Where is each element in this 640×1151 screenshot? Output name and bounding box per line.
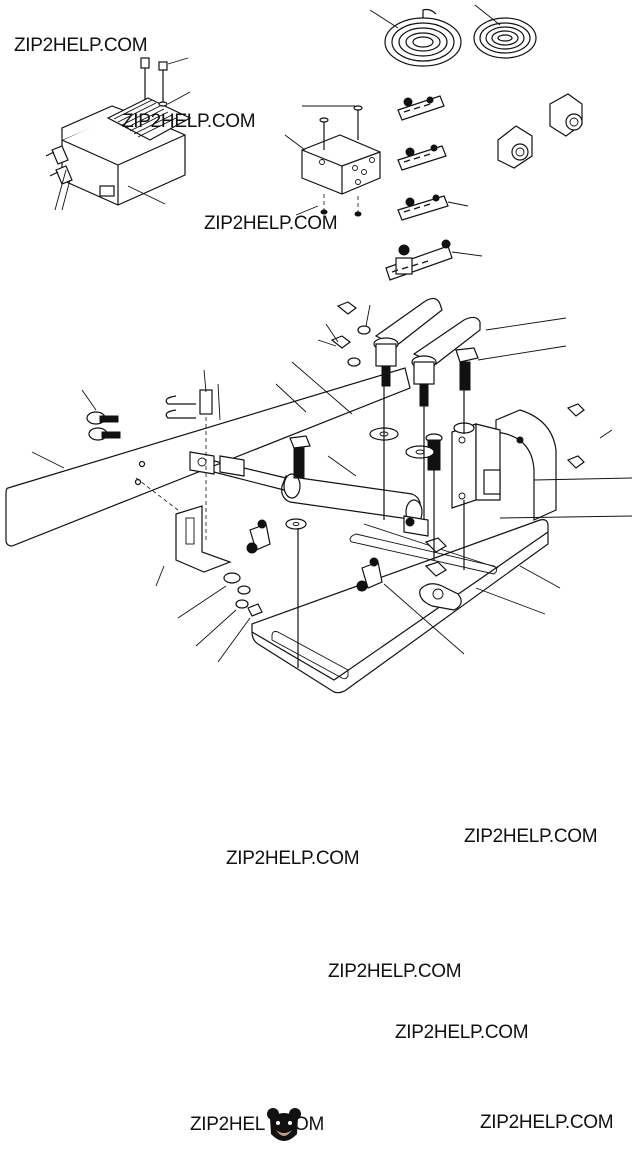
callout-leader: [81, 389, 97, 411]
callout-leader: [519, 565, 561, 589]
callout-leader: [369, 9, 399, 29]
callout-leader: [327, 455, 357, 477]
callout-leader: [485, 317, 567, 331]
elbow-fitting: [246, 519, 271, 554]
assembly-guide-lines: [135, 384, 465, 668]
push-in-fitting-tee: [385, 239, 453, 281]
watermark: ZIP2HELP.COM: [480, 1112, 614, 1133]
footer-logo-text-left: ZIP2HEL: [190, 1114, 265, 1135]
watermark: ZIP2HELP.COM: [14, 35, 148, 56]
callout-leader: [155, 565, 165, 587]
push-in-fitting: [397, 144, 447, 171]
watermark: ZIP2HELP.COM: [328, 961, 462, 982]
callout-leader: [447, 201, 469, 207]
hex-bolt: [289, 435, 311, 479]
pedal-screws: [140, 57, 168, 107]
coiled-hose-large: [384, 8, 462, 67]
watermark: ZIP2HELP.COM: [122, 111, 256, 132]
callout-leader: [533, 477, 633, 481]
push-in-fitting: [397, 194, 449, 221]
footer-logo: ZIP2HEL OM: [190, 1106, 330, 1146]
coiled-hose-small: [473, 17, 537, 59]
hex-bolt: [455, 347, 479, 391]
callout-leader: [177, 585, 227, 619]
callout-leader: [365, 304, 371, 327]
hex-nut: [330, 301, 585, 469]
callout-leader: [203, 369, 207, 393]
pushbutton-valve: [497, 125, 533, 169]
callout-leader: [317, 339, 337, 347]
elbow-fitting: [356, 557, 383, 592]
push-in-fitting: [397, 95, 445, 121]
callout-leader: [167, 91, 191, 105]
callout-leader: [295, 205, 319, 216]
callout-leader: [383, 583, 465, 655]
l-bracket: [175, 505, 232, 573]
callout-leader: [31, 451, 65, 469]
callout-leader: [275, 383, 307, 413]
callout-leader: [325, 323, 339, 343]
callout-leader: [217, 617, 251, 663]
watermark: ZIP2HELP.COM: [464, 826, 598, 847]
callout-leader: [127, 185, 166, 205]
watermark: ZIP2HELP.COM: [204, 213, 338, 234]
callout-leader: [451, 251, 483, 257]
callout-leader: [195, 609, 237, 647]
callout-leader: [61, 179, 71, 211]
washer-nut-stack: [223, 572, 263, 617]
watermark: ZIP2HELP.COM: [226, 848, 360, 869]
callout-leader: [217, 383, 221, 421]
footer-logo-text-right: OM: [294, 1114, 325, 1135]
cylinder-clevis: [219, 455, 429, 537]
callout-leader: [54, 169, 67, 211]
foot-pedal-valve: [45, 97, 192, 206]
pivot-arm: [419, 583, 462, 611]
callout-leader: [477, 345, 567, 361]
hinge-bracket: [451, 409, 557, 521]
callout-leader: [167, 57, 189, 65]
bear-head-icon: [267, 1108, 301, 1141]
watermark: ZIP2HELP.COM: [395, 1022, 529, 1043]
callout-leader: [599, 429, 613, 439]
pushbutton-valve: [549, 93, 583, 137]
clamp-lever: [373, 297, 443, 387]
manifold-block: [301, 105, 381, 217]
button-head-bolt: [86, 411, 121, 441]
callout-leader: [475, 587, 546, 615]
socket-cap-screw: [425, 433, 443, 471]
callout-leader: [284, 134, 306, 151]
base-plate: [251, 519, 549, 694]
clevis-pin: [165, 389, 213, 419]
callout-leader: [499, 515, 633, 519]
callout-leader: [474, 4, 501, 26]
callout-leader: [291, 361, 353, 415]
